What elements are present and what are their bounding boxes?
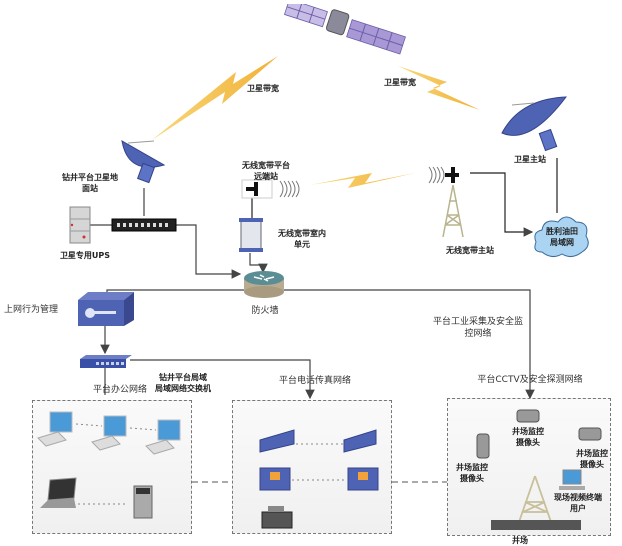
- lan-switch-label: 钻井平台局域 局域网络交换机: [155, 373, 211, 393]
- firewall-label: 防火墙: [251, 306, 279, 316]
- desktop-pc-icon: [37, 411, 73, 447]
- video-user-label: 现场视频终端 用户: [554, 493, 602, 513]
- camera-label-left: 井场监控 摄像头: [456, 463, 488, 483]
- camera-icon: [516, 409, 540, 423]
- behavior-management-label: 上网行为管理: [4, 305, 59, 315]
- camera-icon: [578, 427, 602, 441]
- industrial-network-label: 平台工业采集及安全监 控网络: [432, 317, 523, 339]
- wireless-link: [310, 173, 415, 188]
- camera-label-right: 井场监控 摄像头: [576, 449, 608, 469]
- phone-zone: [232, 400, 392, 534]
- remote-station-antenna-icon: [241, 179, 300, 199]
- wellsite-platform: [491, 520, 581, 530]
- satellite-icon: [283, 4, 406, 55]
- indoor-unit-label: 无线宽带室内 单元: [278, 229, 326, 249]
- cctv-devices: [476, 409, 602, 530]
- satellite-link-left: [152, 56, 278, 140]
- ip-phone-icon: [259, 429, 295, 453]
- phone-devices: [259, 429, 379, 529]
- ground-station-dish-icon: [121, 140, 166, 184]
- satellite-link-right: [398, 66, 480, 110]
- fax-machine-icon: [261, 506, 293, 529]
- ip-phone-icon: [347, 467, 379, 491]
- server-tower-icon: [133, 485, 153, 519]
- monitor-icon: [559, 469, 585, 490]
- oilfield-lan-cloud-icon: [534, 216, 589, 258]
- cctv-zone-label: 平台CCTV及安全探测网络: [477, 375, 583, 385]
- office-devices: [37, 411, 181, 519]
- ups-icon: [69, 206, 91, 244]
- ip-phone-icon: [343, 429, 377, 453]
- satellite-link-right-label: 卫星带宽: [384, 78, 416, 87]
- satellite-link-left-label: 卫星带宽: [247, 84, 279, 93]
- firewall-icon: [244, 271, 284, 298]
- wireless-master-label: 无线宽带主站: [446, 246, 494, 255]
- satellite-modem-icon: [111, 218, 177, 232]
- wellsite-label: 井场: [512, 536, 528, 545]
- camera-icon: [476, 433, 490, 459]
- office-zone-label: 平台办公网络: [92, 385, 147, 395]
- oilfield-lan-label: 胜利油田 局域网: [546, 227, 578, 247]
- remote-station-label: 无线宽带平台 远端站: [242, 161, 290, 181]
- phone-zone-label: 平台电话传真网络: [278, 376, 351, 386]
- laptop-icon: [40, 477, 77, 508]
- indoor-unit-icon: [239, 218, 263, 252]
- satellite-master-label: 卫星主站: [514, 155, 546, 164]
- desktop-pc-icon: [91, 415, 127, 451]
- satellite-master-dish-icon: [501, 96, 568, 152]
- ip-phone-icon: [259, 467, 291, 491]
- camera-label-center: 井场监控 摄像头: [512, 427, 544, 447]
- lan-switch-icon: [80, 355, 132, 368]
- wellsite-tower-icon: [518, 475, 552, 523]
- wireless-tower-icon: [428, 166, 464, 238]
- ups-label: 卫星专用UPS: [59, 251, 111, 260]
- ground-station-label: 钻井平台卫星地 面站: [62, 173, 118, 193]
- desktop-pc-icon: [145, 419, 181, 455]
- behavior-management-icon: [78, 292, 134, 326]
